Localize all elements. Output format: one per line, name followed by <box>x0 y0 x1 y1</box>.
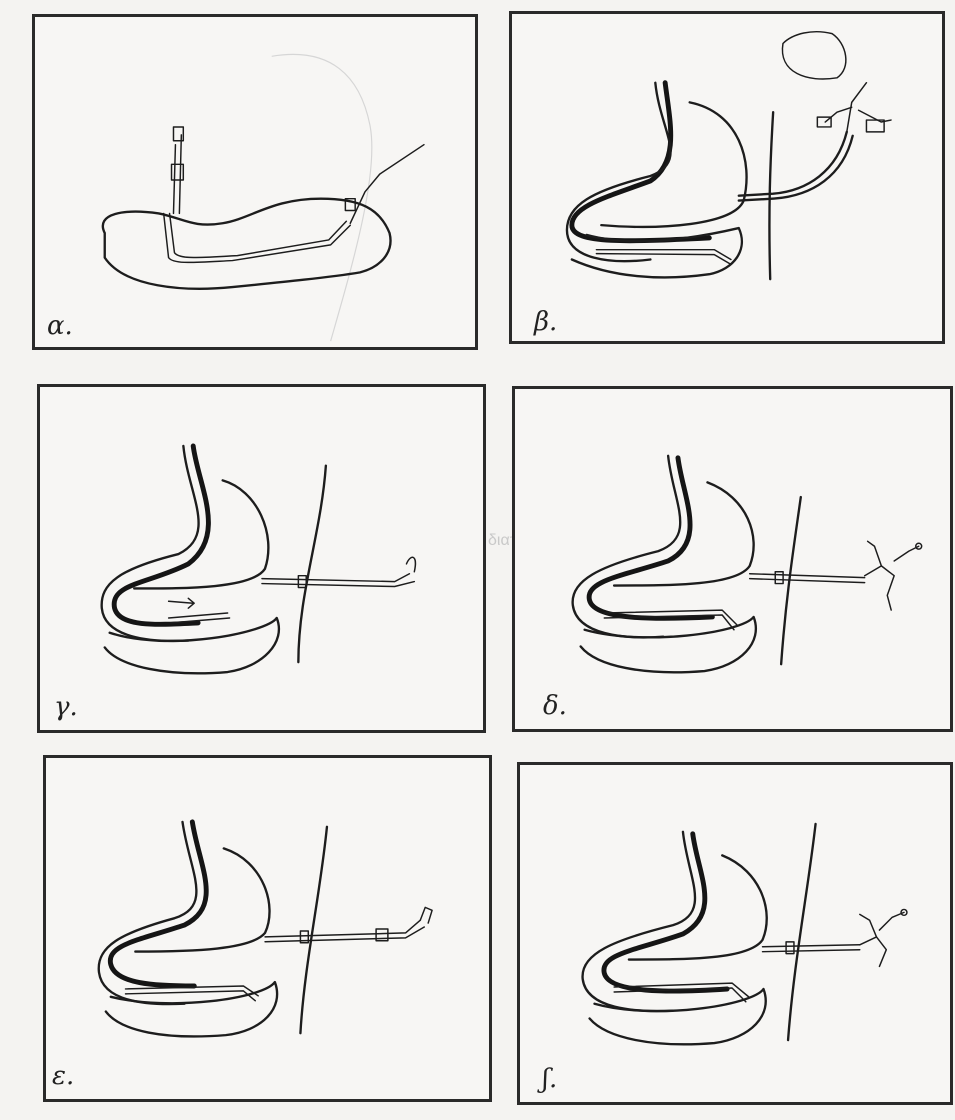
panel-alpha-drawing <box>35 17 475 347</box>
panel-gamma-drawing <box>40 387 483 730</box>
panel-delta-label: δ. <box>543 693 567 719</box>
panel-sixth-label: ʃ. <box>542 1066 557 1092</box>
panel-epsilon-label: ε. <box>52 1063 74 1089</box>
panel-gamma: γ. <box>37 384 486 733</box>
panel-sixth-drawing <box>520 765 950 1102</box>
panel-sixth: ʃ. <box>517 762 953 1105</box>
panel-alpha: α. <box>32 14 478 350</box>
panel-gamma-label: γ. <box>54 694 78 720</box>
panel-beta-label: β. <box>534 309 557 335</box>
panel-beta-drawing <box>512 14 942 341</box>
panel-beta: β. <box>509 11 945 344</box>
panel-delta: δ. <box>512 386 953 732</box>
panel-epsilon-drawing <box>46 758 489 1099</box>
panel-alpha-label: α. <box>47 313 73 339</box>
panel-delta-drawing <box>515 389 950 729</box>
panel-epsilon: ε. <box>43 755 492 1102</box>
